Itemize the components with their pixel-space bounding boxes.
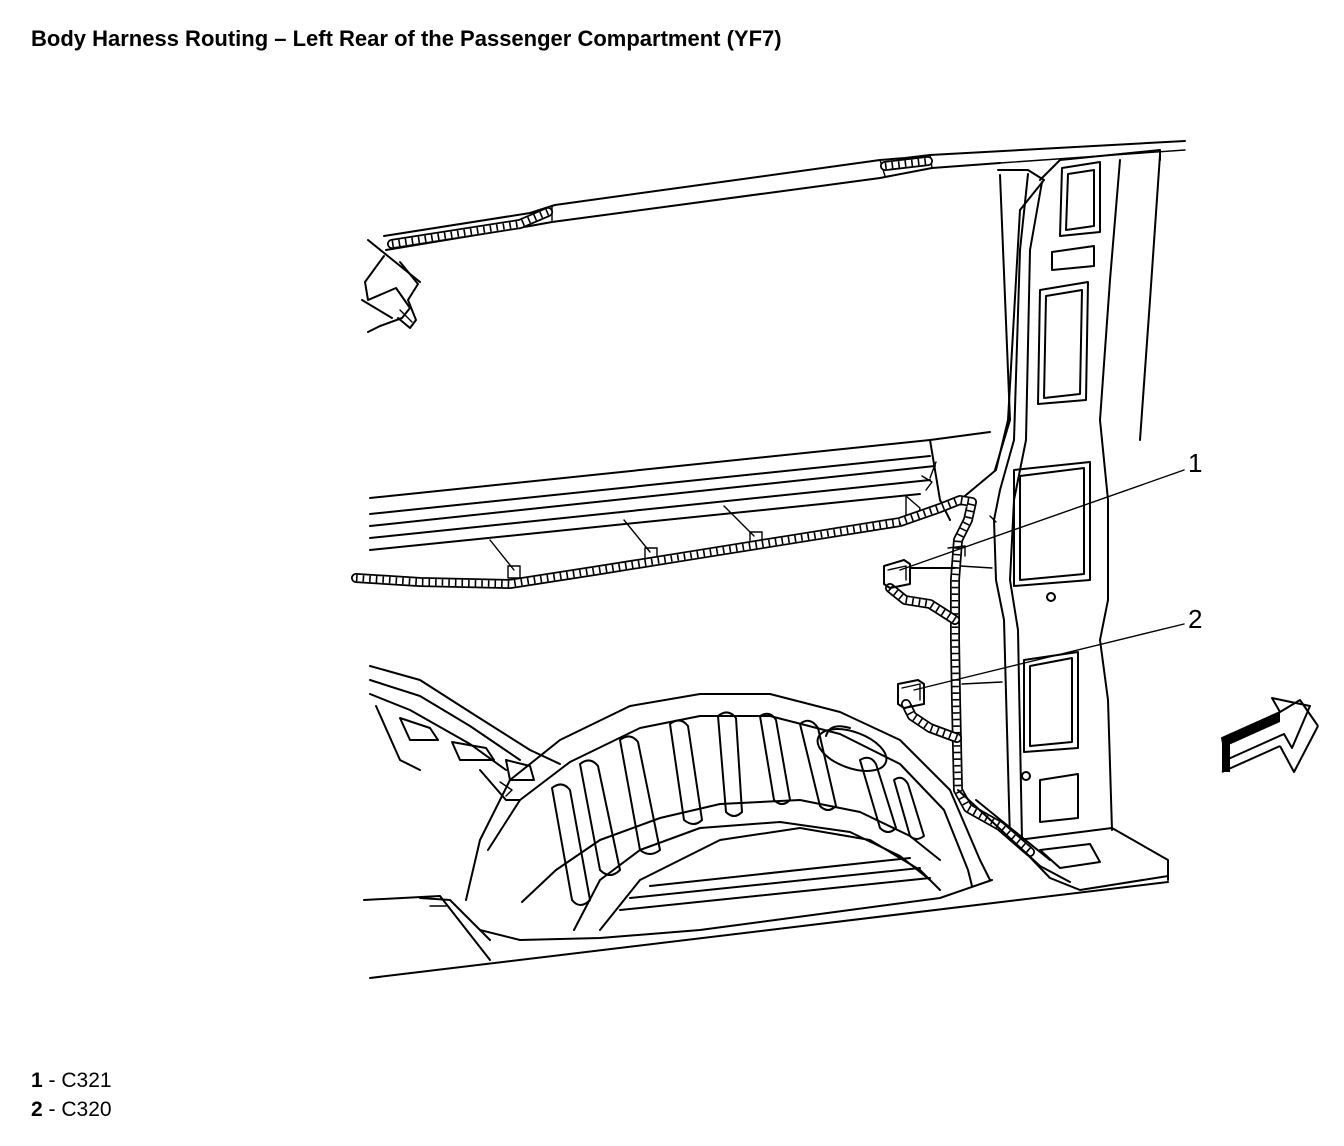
roof-rail [383, 140, 1186, 251]
floor-panel [363, 881, 1169, 979]
arrow-up-right-icon [1221, 697, 1319, 773]
rear-floor-rail [369, 665, 561, 801]
legend-number: 1 [31, 1069, 43, 1092]
legend-item: 1 - C321 [31, 1066, 112, 1095]
callout-2-leader [913, 623, 1185, 691]
wheel-house [465, 693, 993, 941]
callout-1-number: 1 [1188, 448, 1202, 478]
connector-c320 [897, 679, 925, 709]
rear-pillar [959, 149, 1169, 891]
connector-c321 [883, 559, 956, 589]
legend-connector: C321 [61, 1069, 112, 1092]
pillar-clips [947, 515, 1003, 685]
callout-1-leader [899, 469, 1185, 571]
pillar-base-harness [957, 789, 1071, 883]
beltline-panel [369, 431, 991, 579]
body-harness [351, 495, 1035, 857]
callout-legend: 1 - C321 2 - C320 [31, 1066, 112, 1124]
callout-2-number: 2 [1188, 604, 1202, 634]
legend-item: 2 - C320 [31, 1095, 112, 1124]
legend-separator: - [48, 1069, 62, 1092]
legend-separator: - [48, 1098, 62, 1121]
roof-harness [387, 156, 933, 249]
front-pillar-bracket [361, 239, 421, 333]
legend-connector: C320 [61, 1098, 112, 1121]
page-title: Body Harness Routing – Left Rear of the … [31, 26, 782, 51]
legend-number: 2 [31, 1098, 43, 1121]
